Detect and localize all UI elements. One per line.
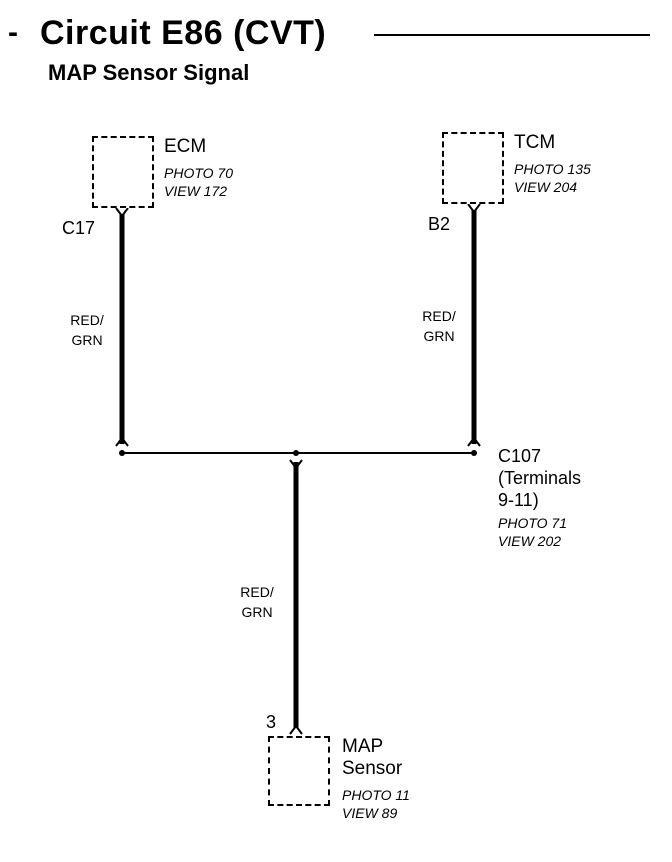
ecm-terminal xyxy=(115,207,129,218)
map-sensor-box xyxy=(268,736,330,806)
tcm-wire-color-line2: GRN xyxy=(423,328,455,344)
tcm-pin-label: B2 xyxy=(428,214,451,234)
map-sensor-label-line1: MAP xyxy=(342,736,384,757)
ecm-wire-color-line1: RED/ xyxy=(70,312,104,328)
c107-terminal-ecm xyxy=(115,436,129,447)
ecm-pin-label: C17 xyxy=(62,218,96,238)
ecm-box xyxy=(92,136,154,208)
tcm-wire-color-line1: RED/ xyxy=(422,308,456,324)
ecm-wire-color: RED/ GRN xyxy=(64,310,110,350)
c107-view-ref: VIEW 202 xyxy=(498,533,562,549)
map-pin-label: 3 xyxy=(266,712,277,732)
ecm-photo-ref: PHOTO 70 xyxy=(164,165,233,181)
c107-terminals-line1: (Terminals xyxy=(498,468,582,488)
tcm-photo-ref: PHOTO 135 xyxy=(514,161,591,177)
map-wire-color-line1: RED/ xyxy=(240,584,274,600)
c107-photo-ref: PHOTO 71 xyxy=(498,515,567,531)
page-subtitle: MAP Sensor Signal xyxy=(48,60,250,85)
tcm-wire-color: RED/ GRN xyxy=(416,306,462,346)
ecm-wire-color-line2: GRN xyxy=(71,332,103,348)
tcm-view-ref: VIEW 204 xyxy=(514,179,578,195)
c107-terminals-line2: 9-11) xyxy=(498,490,539,510)
title-dash: - xyxy=(8,16,18,49)
map-wire-color: RED/ GRN xyxy=(234,582,280,622)
tcm-terminal xyxy=(467,203,481,214)
c107-label: C107 xyxy=(498,446,542,466)
splice-dot-left xyxy=(119,450,125,456)
splice-dot-right xyxy=(471,450,477,456)
c107-terminal-tcm xyxy=(467,436,481,447)
page-title: Circuit E86 (CVT) xyxy=(40,14,327,52)
map-wire-color-line2: GRN xyxy=(241,604,273,620)
tcm-label: TCM xyxy=(514,132,556,153)
ecm-view-ref: VIEW 172 xyxy=(164,183,228,199)
map-sensor-photo-ref: PHOTO 11 xyxy=(342,787,410,803)
splice-dot-center xyxy=(293,450,299,456)
map-sensor-view-ref: VIEW 89 xyxy=(342,805,398,821)
ecm-label: ECM xyxy=(164,136,207,157)
title-rule xyxy=(374,34,650,36)
map-terminal xyxy=(289,724,303,735)
map-sensor-label-line2: Sensor xyxy=(342,758,403,779)
tcm-box xyxy=(442,132,504,204)
c107-terminal-map xyxy=(289,459,303,470)
